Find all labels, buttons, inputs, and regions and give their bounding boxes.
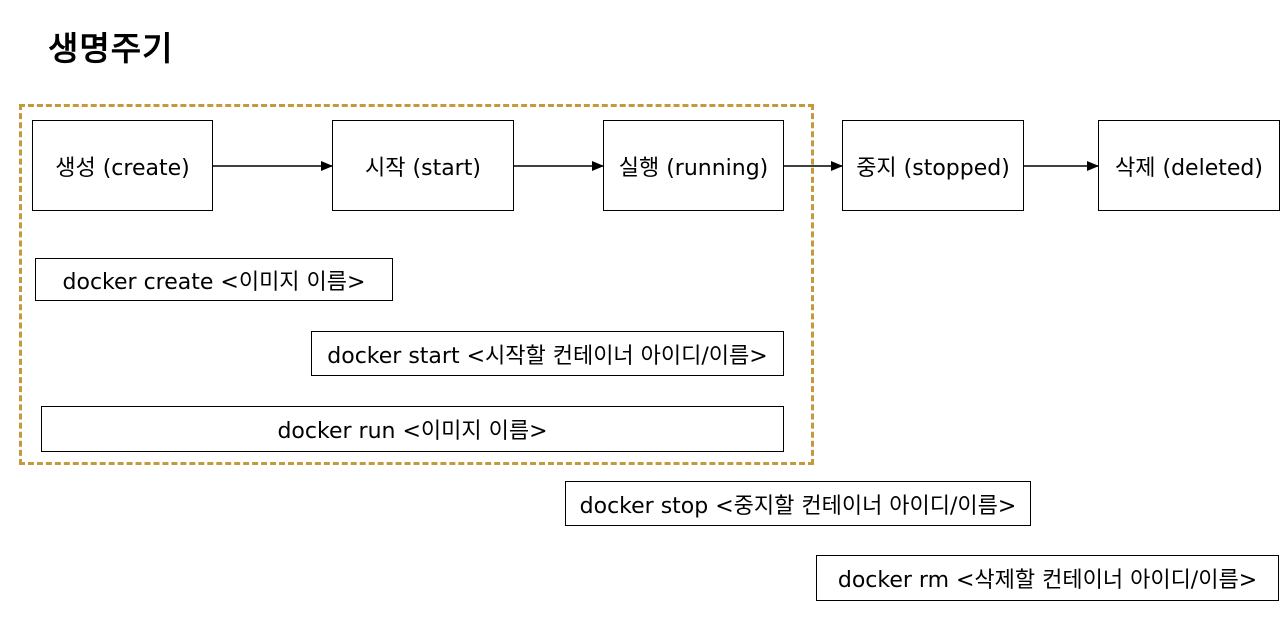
command-docker-rm: docker rm <삭제할 컨테이너 아이디/이름>: [816, 555, 1279, 601]
command-docker-run: docker run <이미지 이름>: [41, 406, 784, 452]
diagram-title: 생명주기: [48, 29, 174, 68]
state-deleted: 삭제 (deleted): [1098, 120, 1280, 211]
state-create: 생성 (create): [32, 120, 213, 211]
state-stopped: 중지 (stopped): [842, 120, 1024, 211]
command-docker-stop: docker stop <중지할 컨테이너 아이디/이름>: [565, 481, 1031, 526]
command-docker-start: docker start <시작할 컨테이너 아이디/이름>: [311, 331, 784, 376]
run-scope-dashed-box: [19, 104, 814, 465]
state-start: 시작 (start): [332, 120, 514, 211]
command-docker-create: docker create <이미지 이름>: [35, 258, 393, 301]
state-running: 실행 (running): [603, 120, 784, 211]
